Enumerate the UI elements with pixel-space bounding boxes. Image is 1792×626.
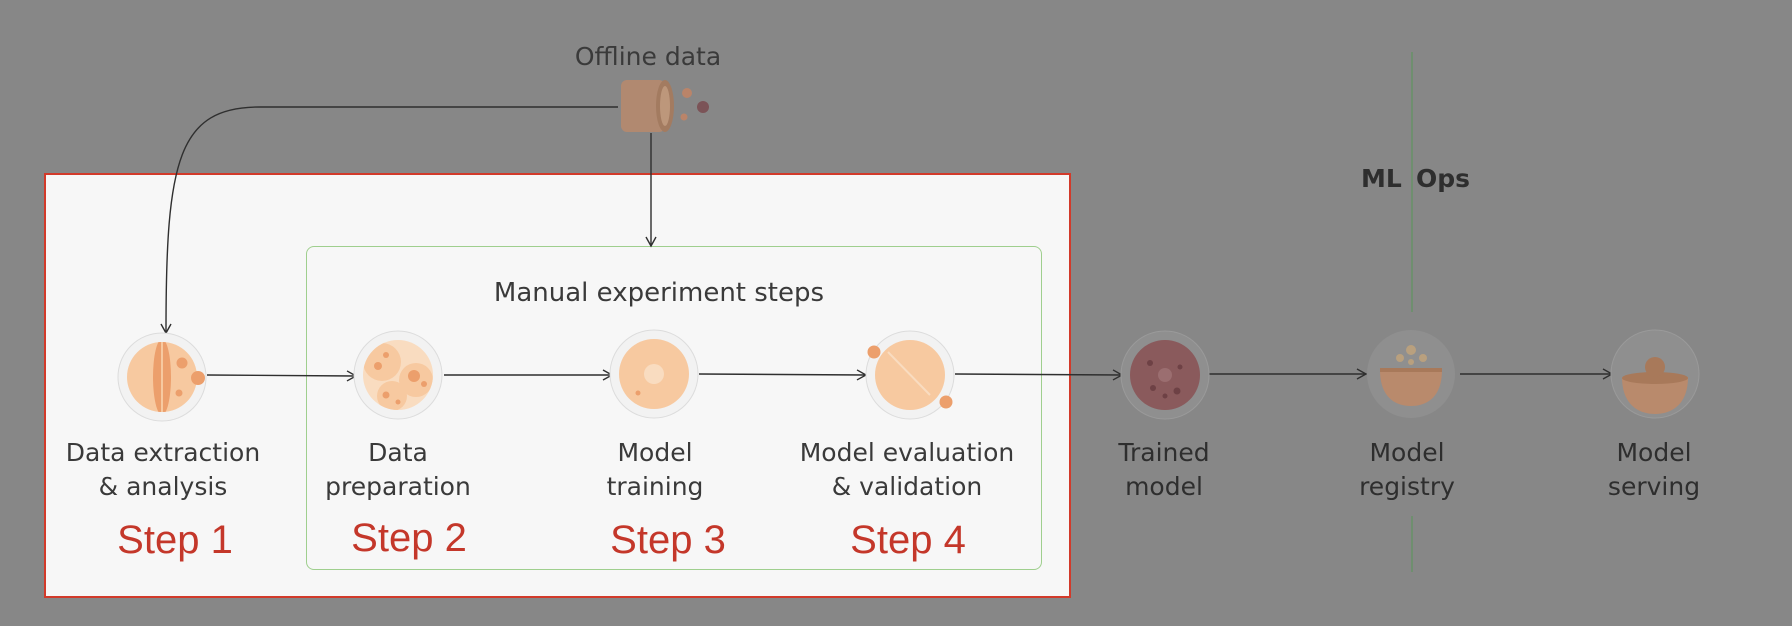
model-serving-label: Model serving	[1607, 438, 1701, 501]
step2-number: Step 2	[351, 516, 467, 560]
step1-number: Step 1	[117, 518, 233, 562]
model-registry-icon	[1367, 330, 1455, 418]
step2-label: Data preparation	[325, 438, 471, 501]
step1-label: Data extraction & analysis	[65, 438, 261, 501]
mlops-label-ml: ML	[1361, 164, 1402, 193]
step4-number: Step 4	[850, 518, 966, 562]
offline-data-label: Offline data	[574, 42, 722, 71]
trained-model-label: Trained model	[1118, 438, 1210, 501]
model-serving-icon	[1610, 329, 1700, 419]
database-icon	[621, 80, 709, 132]
manual-experiment-group	[306, 246, 1042, 570]
manual-experiment-title: Manual experiment steps	[493, 278, 825, 308]
model-registry-label: Model registry	[1359, 438, 1455, 501]
step4-label: Model evaluation & validation	[799, 438, 1015, 501]
mlops-label-ops: Ops	[1416, 164, 1471, 193]
step3-label: Model training	[606, 438, 704, 501]
step3-number: Step 3	[610, 518, 726, 562]
trained-model-icon	[1120, 330, 1210, 420]
